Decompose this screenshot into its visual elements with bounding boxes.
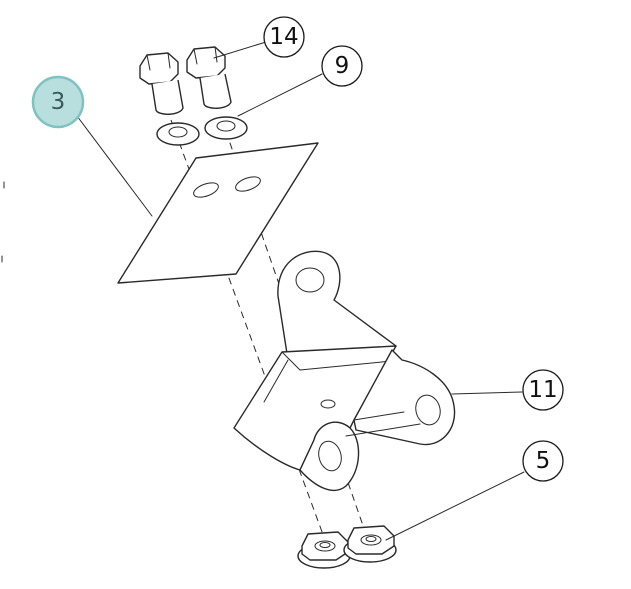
callout-5-label: 5: [536, 448, 551, 474]
callout-11[interactable]: 11: [522, 369, 564, 411]
callout-14[interactable]: 14: [263, 16, 305, 58]
part-nuts[interactable]: [297, 525, 397, 569]
edge-marks: [1, 181, 5, 263]
washer-left[interactable]: [156, 122, 200, 146]
part-plate[interactable]: [117, 142, 319, 284]
nut-right[interactable]: [343, 525, 397, 563]
callout-5[interactable]: 5: [522, 440, 564, 482]
bolt-left[interactable]: [139, 52, 184, 115]
nut-left[interactable]: [297, 531, 351, 569]
callout-9-label: 9: [335, 53, 350, 79]
callout-14-label: 14: [269, 24, 298, 50]
callout-11-label: 11: [528, 377, 557, 403]
callout-3-label: 3: [51, 89, 66, 115]
callout-3[interactable]: 3: [31, 75, 85, 129]
bolt-right[interactable]: [186, 46, 232, 109]
leader-lines: [73, 41, 525, 541]
part-bolts[interactable]: [139, 46, 232, 115]
part-washers[interactable]: [156, 116, 248, 146]
callout-9[interactable]: 9: [321, 45, 363, 87]
washer-right[interactable]: [204, 116, 248, 140]
callout-3-highlight: [31, 75, 85, 129]
part-bracket[interactable]: [233, 250, 456, 491]
